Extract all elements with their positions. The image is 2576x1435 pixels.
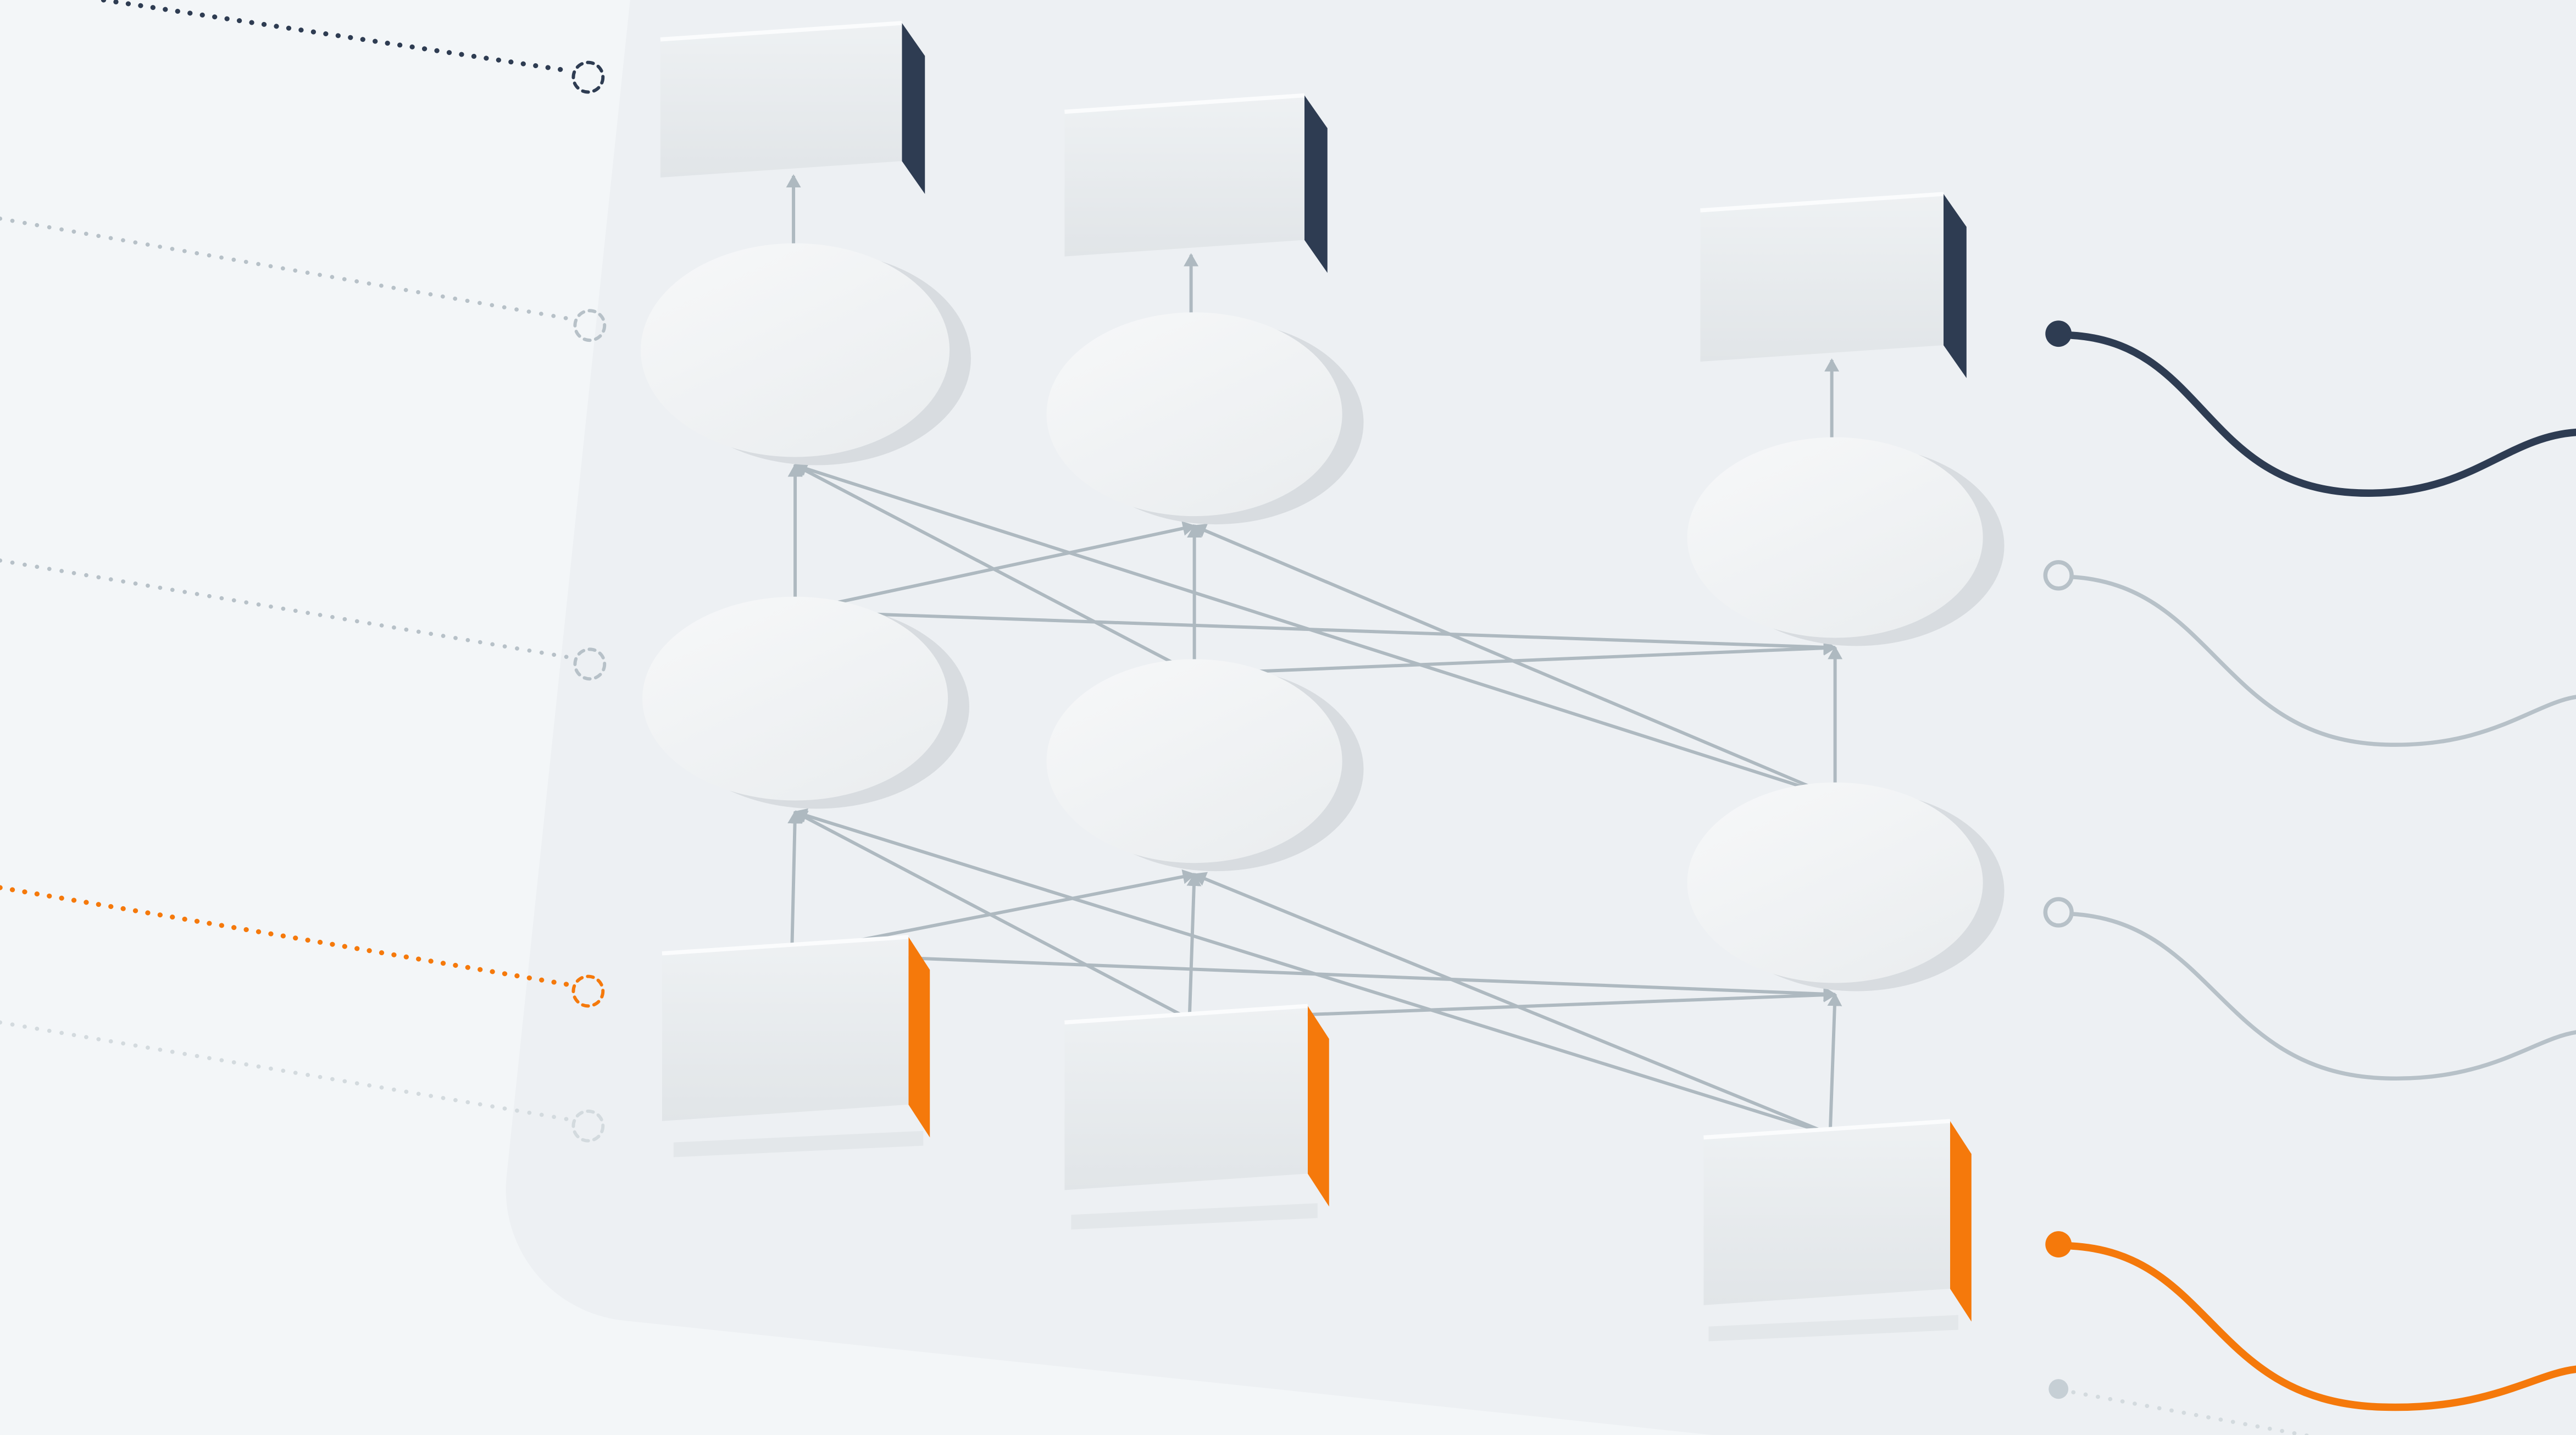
node-hidden-3 — [1687, 782, 1983, 983]
link-input-1-to-hidden-1 — [787, 810, 803, 954]
output-box-1 — [660, 23, 902, 178]
link-input-3-to-hidden-2 — [1192, 872, 1831, 1136]
left-leads-layer — [0, 0, 607, 1143]
lead-line-navy — [101, 0, 571, 74]
node-hidden-1 — [642, 596, 948, 801]
input-box-3-side — [1950, 1121, 1972, 1322]
link-input-3-to-hidden-1 — [793, 808, 1831, 1136]
link-input-3-to-hidden-3 — [1827, 993, 1842, 1134]
ground-shadow-2 — [1071, 1203, 1318, 1230]
shadows-layer — [673, 1131, 1958, 1342]
tail-dot-icon — [2048, 1379, 2069, 1399]
wire-gray-1-start-dot-icon — [2043, 560, 2074, 591]
input-box-2 — [1064, 1006, 1308, 1190]
output-box-3-top-highlight — [1700, 192, 1944, 213]
tail-dot-dotted-tail — [2071, 1390, 2315, 1435]
boxes-layer — [660, 21, 1972, 1322]
lead-line-gray-1-terminal-circle-icon — [573, 309, 607, 342]
lead-line-light — [0, 1020, 571, 1122]
link-hidden-3-to-upper-2 — [1192, 523, 1836, 799]
ground-shadow-3 — [1708, 1315, 1958, 1342]
link-input-2-to-hidden-1 — [793, 810, 1191, 1021]
output-box-1-side — [902, 23, 925, 194]
tilted-panel — [506, 0, 2576, 1435]
wire-orange-start-dot-icon — [2045, 1231, 2072, 1257]
node-upper-3 — [1687, 437, 1983, 638]
wire-navy — [2068, 331, 2576, 497]
input-box-2-side — [1307, 1006, 1329, 1207]
nodes-layer — [641, 243, 2005, 991]
wire-orange — [2068, 1242, 2576, 1411]
lead-line-orange — [0, 885, 571, 987]
input-box-1 — [662, 937, 909, 1121]
wire-navy-start-dot-icon — [2045, 320, 2072, 347]
lead-line-gray-2 — [0, 558, 573, 660]
node-hidden-2 — [1046, 659, 1342, 863]
output-box-2-top-highlight — [1064, 93, 1305, 114]
link-hidden-2-to-upper-1 — [793, 463, 1195, 675]
input-box-2-top-highlight — [1064, 1004, 1308, 1025]
output-box-3 — [1700, 193, 1944, 362]
node-upper-1 — [641, 243, 950, 457]
wire-gray-2-start-dot-icon — [2043, 897, 2074, 928]
right-wires-layer — [2043, 320, 2576, 1435]
ground-shadow-1 — [673, 1131, 924, 1157]
wire-gray-1 — [2069, 575, 2576, 747]
link-input-2-to-hidden-2 — [1186, 873, 1202, 1020]
output-box-3-side — [1943, 193, 1967, 378]
output-box-2 — [1064, 95, 1304, 257]
lead-line-orange-terminal-circle-icon — [571, 974, 605, 1008]
lead-line-navy-terminal-circle-icon — [571, 60, 605, 94]
output-box-2-side — [1304, 95, 1328, 273]
input-box-3-top-highlight — [1703, 1119, 1951, 1140]
link-hidden-3-to-upper-1 — [793, 461, 1836, 799]
input-box-3 — [1703, 1121, 1950, 1305]
output-box-1-top-highlight — [660, 21, 902, 42]
input-box-1-top-highlight — [662, 935, 909, 956]
lead-line-light-terminal-circle-icon — [571, 1109, 605, 1143]
node-upper-2 — [1046, 312, 1342, 517]
input-box-1-side — [908, 937, 930, 1138]
lead-line-gray-2-terminal-circle-icon — [573, 647, 607, 681]
wire-gray-2 — [2069, 912, 2576, 1081]
